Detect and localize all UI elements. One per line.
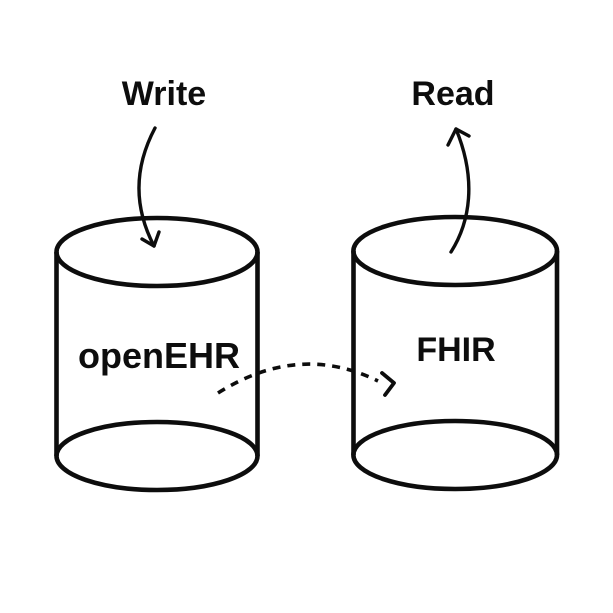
transform-arrowhead-icon [380,371,396,397]
read-arrow-shaft [449,127,471,254]
transform-arrow-shaft [217,362,379,395]
fhir-cylinder-bottom-ellipse [351,418,560,492]
openehr-database-cylinder [54,215,260,493]
write-label: Write [122,75,206,113]
openehr-to-fhir-arrow [217,362,396,397]
read-arrowhead-icon [446,127,471,147]
openehr-cylinder-bottom-ellipse [54,419,260,493]
read-arrow [446,127,471,254]
write-arrow-shaft [137,126,157,248]
fhir-database-cylinder [351,214,560,492]
read-label: Read [411,75,494,113]
write-arrowhead-icon [140,230,161,248]
fhir-cylinder-top-ellipse [351,214,560,288]
openehr-cylinder-top-ellipse [54,215,260,289]
write-arrow [137,126,161,248]
fhir-label: FHIR [416,331,495,369]
openehr-label: openEHR [78,335,240,376]
